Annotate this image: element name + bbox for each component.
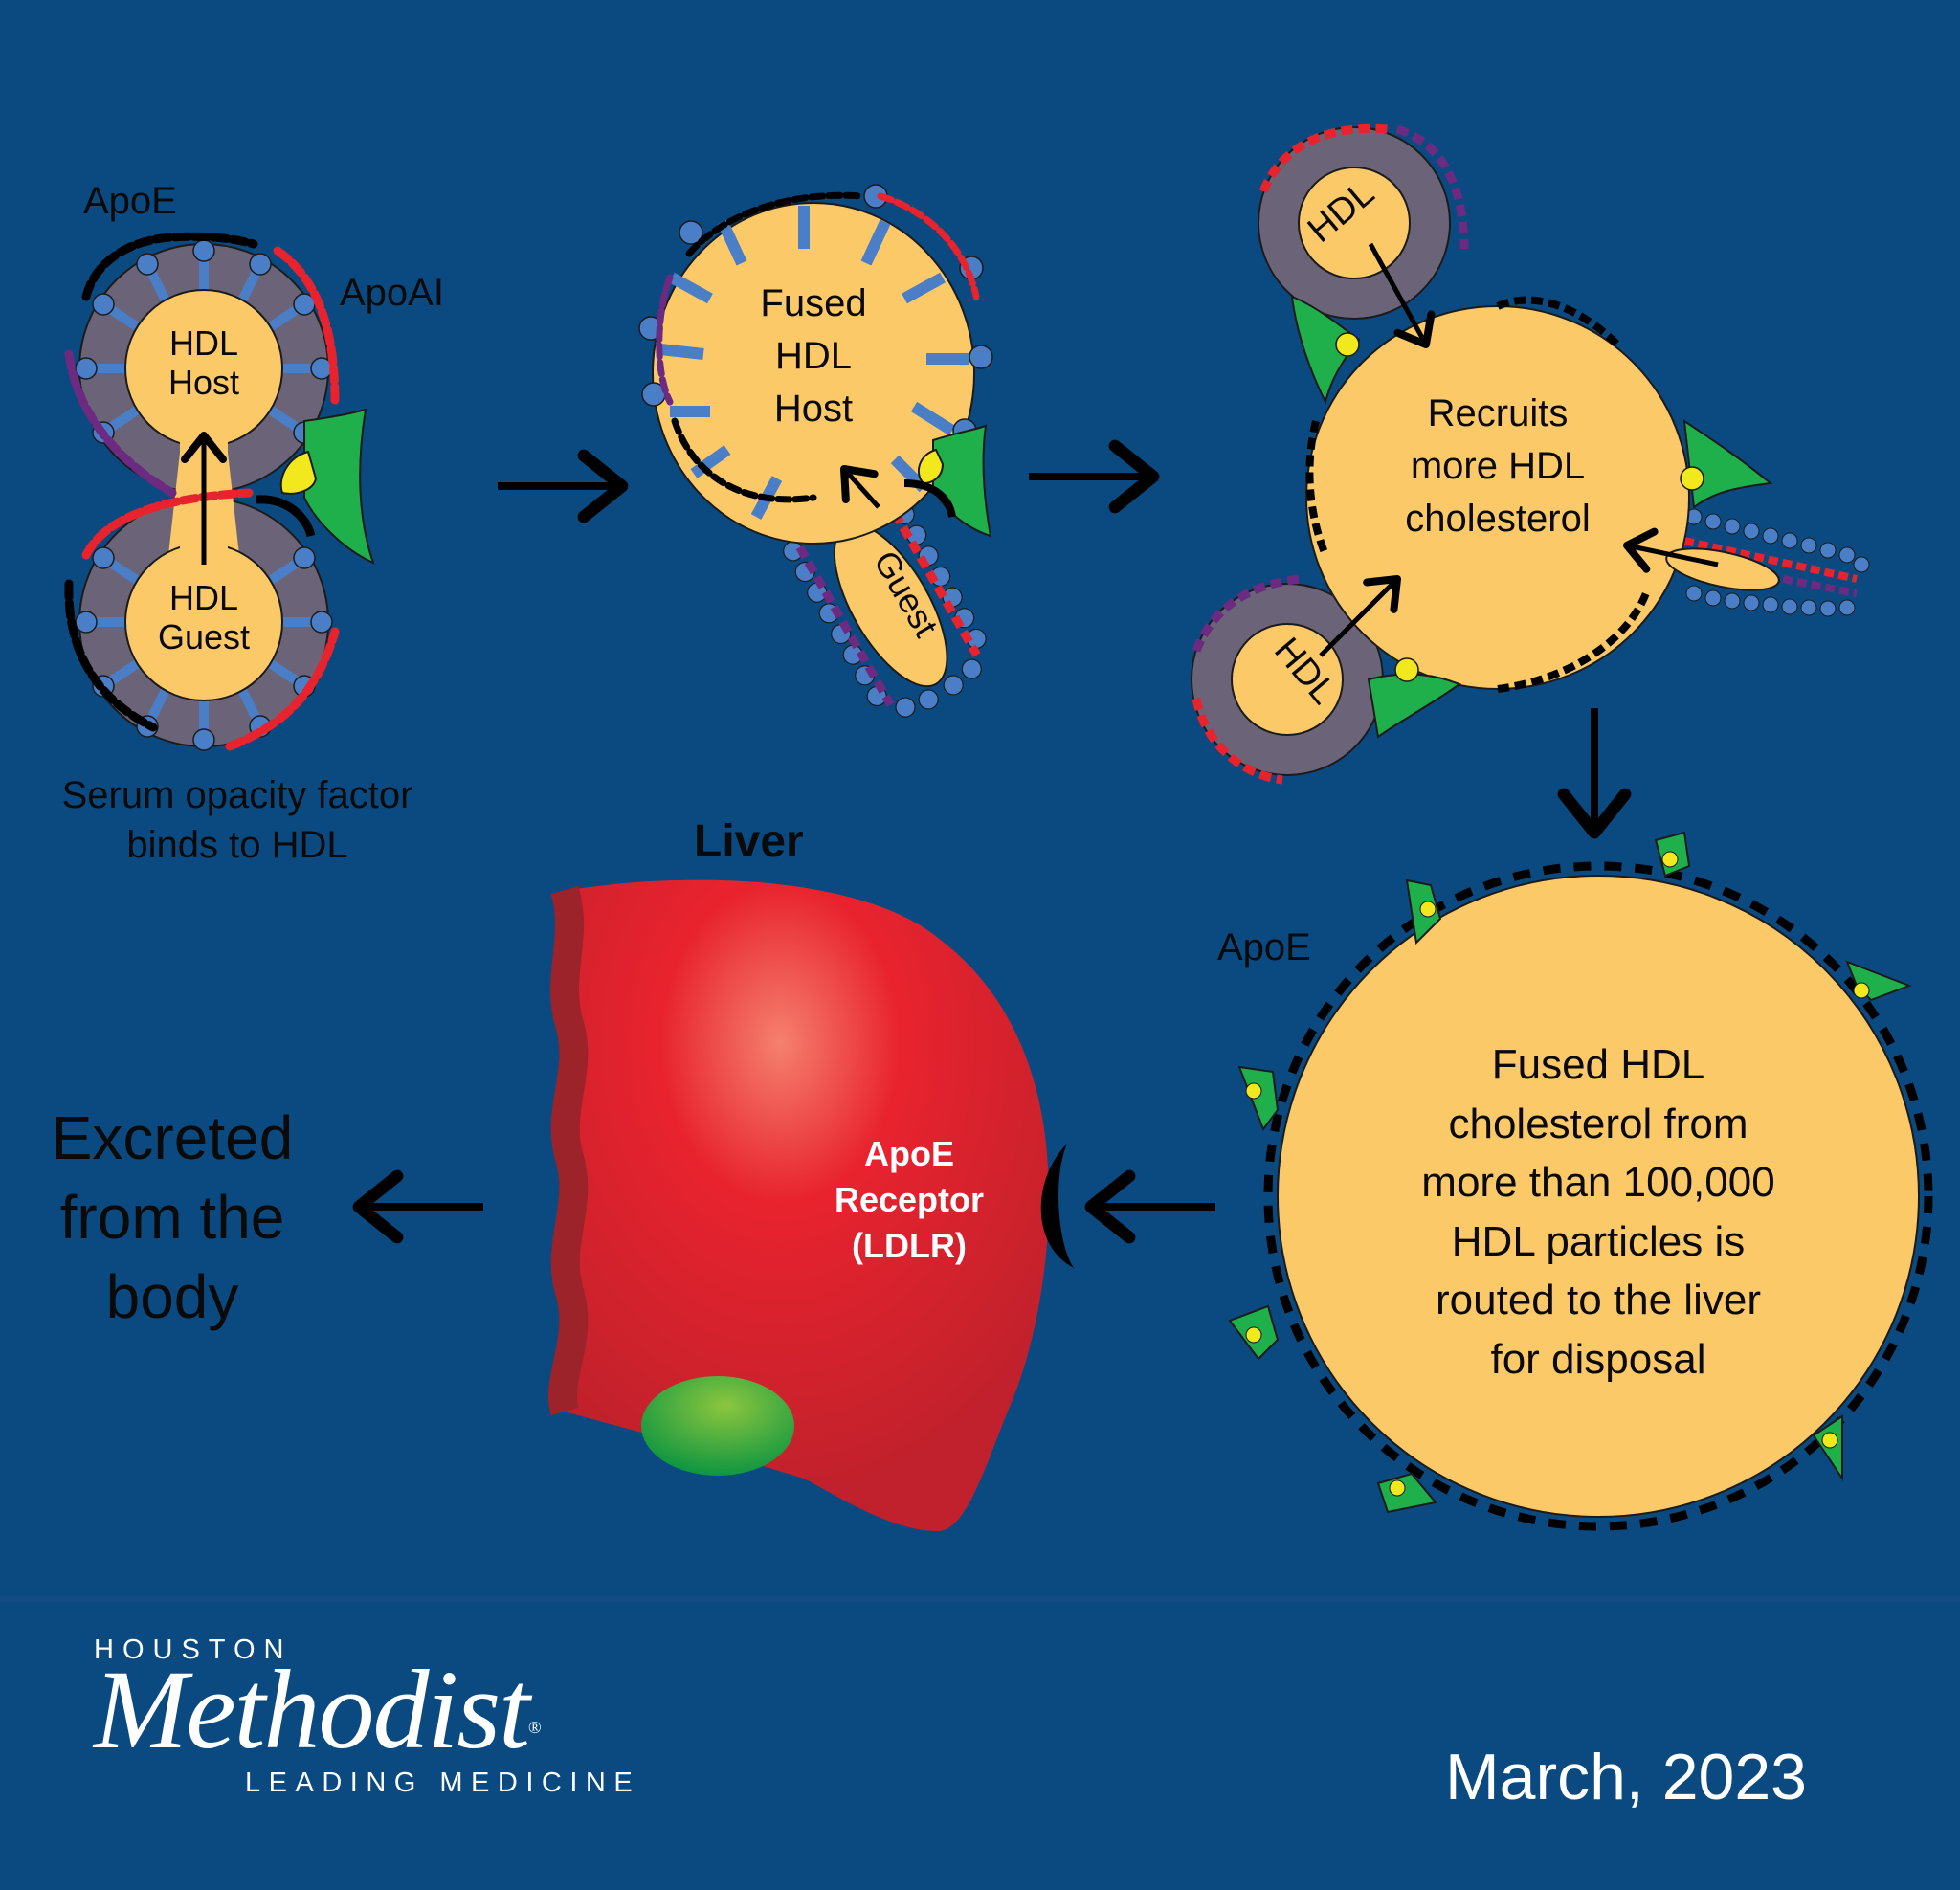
liver-illustration [547, 879, 1074, 1531]
caption-line-1: Serum opacity factor [61, 774, 413, 816]
apoE-label-step1: ApoE [83, 180, 177, 222]
hdl-guest-label: HDL Guest [137, 578, 271, 657]
step4-big-fused-particle [1228, 831, 1933, 1531]
excreted-line-3: body [105, 1262, 239, 1332]
excreted-label: Excreted from the body [29, 1099, 316, 1338]
guest-line-1: HDL [168, 578, 239, 617]
receptor-line-1: ApoE [864, 1134, 954, 1173]
step2-fused-host: Guest [638, 184, 993, 720]
excreted-line-1: Excreted [51, 1103, 294, 1172]
caption-line-2: binds to HDL [126, 824, 348, 866]
recruits-line-3: cholesterol [1405, 497, 1591, 540]
logo-methodist: Methodist® [94, 1654, 640, 1767]
liver-title: Liver [694, 816, 804, 867]
receptor-line-2: Receptor [834, 1179, 985, 1219]
apoAI-label: ApoAI [340, 272, 444, 314]
footer [0, 1596, 1960, 1890]
summary-line-6: for disposal [1490, 1335, 1706, 1383]
step3-recruiting-particle: HDL HDL [1191, 123, 1870, 785]
fused-summary-label: Fused HDL cholesterol from more than 100… [1369, 1035, 1828, 1390]
summary-line-2: cholesterol from [1448, 1100, 1748, 1147]
summary-line-1: Fused HDL [1491, 1041, 1705, 1088]
fused-line-2: HDL [774, 334, 853, 377]
guest-line-2: Guest [157, 617, 251, 657]
logo-name: Methodist [94, 1647, 530, 1772]
summary-line-5: routed to the liver [1436, 1277, 1761, 1324]
recruits-line-2: more HDL [1410, 444, 1586, 487]
fused-host-label: Fused HDL Host [727, 278, 900, 434]
fused-line-1: Fused [760, 282, 867, 324]
logo-tagline: LEADING MEDICINE [245, 1768, 641, 1798]
apoE-receptor-label: ApoE Receptor (LDLR) [813, 1131, 1005, 1269]
publication-date: March, 2023 [1445, 1741, 1807, 1813]
host-line-1: HDL [168, 323, 239, 363]
sof-caption: Serum opacity factor binds to HDL [17, 770, 457, 870]
excreted-line-2: from the [59, 1183, 285, 1253]
logo-houston: HOUSTON [94, 1634, 293, 1665]
houston-methodist-logo: HOUSTON Methodist® LEADING MEDICINE [94, 1634, 640, 1799]
apoE-label-step4: ApoE [1217, 926, 1311, 968]
recruits-label: Recruits more HDL cholesterol [1359, 388, 1637, 545]
hdl-host-label: HDL Host [146, 323, 261, 403]
summary-line-3: more than 100,000 [1421, 1159, 1775, 1207]
registered-mark: ® [527, 1718, 542, 1737]
recruits-line-1: Recruits [1427, 392, 1569, 434]
step1-hdl-pair [64, 232, 375, 751]
fused-line-3: Host [773, 387, 854, 430]
receptor-line-3: (LDLR) [852, 1225, 967, 1265]
host-line-2: Host [167, 363, 240, 403]
summary-line-4: HDL particles is [1451, 1217, 1746, 1265]
